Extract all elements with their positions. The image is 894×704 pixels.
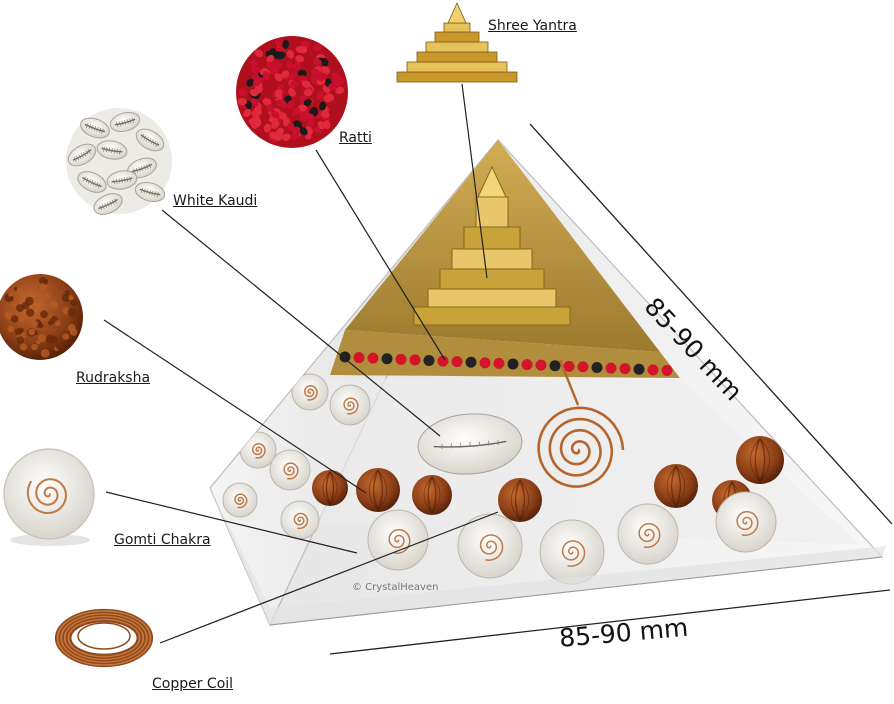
white-kaudi-icon — [65, 108, 172, 218]
copper-coil-icon — [56, 610, 152, 666]
white-kaudi-label: White Kaudi — [173, 193, 257, 209]
ratti-label: Ratti — [339, 130, 372, 146]
gomti-chakra-label: Gomti Chakra — [114, 532, 211, 548]
rudraksha-icon — [0, 274, 83, 360]
copper-coil-label: Copper Coil — [152, 676, 233, 692]
gomti-chakra-icon — [4, 449, 94, 546]
orgone-pyramid — [210, 140, 886, 625]
watermark: © CrystalHeaven — [352, 582, 438, 593]
shree-yantra-icon — [397, 3, 517, 82]
shree-yantra-label: Shree Yantra — [488, 18, 577, 34]
ratti-seeds-icon — [236, 36, 348, 148]
rudraksha-label: Rudraksha — [76, 370, 150, 386]
